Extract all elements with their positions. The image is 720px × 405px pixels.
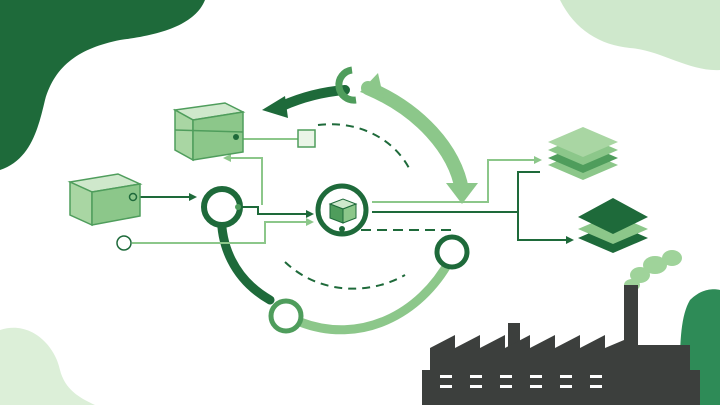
dashed-arc-upper bbox=[317, 123, 411, 171]
line-junction-to-hub bbox=[238, 206, 314, 218]
dashed-arc-lower bbox=[284, 261, 406, 290]
line-junction-to-server bbox=[223, 154, 263, 205]
central-cube-hub-icon bbox=[315, 183, 369, 237]
input-port-icon bbox=[116, 235, 132, 251]
ring-arc-top-dark bbox=[277, 85, 350, 111]
junction-node-bottom bbox=[268, 298, 304, 334]
layer-stack-light-icon bbox=[548, 127, 618, 180]
ring-arrowhead-top bbox=[360, 73, 384, 100]
junction-node-right bbox=[434, 234, 470, 270]
small-square-node-icon bbox=[297, 129, 316, 148]
blob-top-right-pale bbox=[560, 0, 720, 71]
line-input-to-hub bbox=[132, 218, 314, 244]
ring-arrowhead-top-left bbox=[262, 96, 288, 118]
blob-top-left-dark bbox=[0, 0, 205, 170]
ring-arc-bottom-light bbox=[295, 255, 455, 335]
junction-node-left bbox=[201, 186, 243, 228]
storage-box-icon bbox=[67, 173, 143, 227]
junction-dot-left bbox=[235, 204, 241, 210]
connectors bbox=[132, 138, 572, 244]
ring-arc-top-right-light bbox=[361, 81, 469, 197]
ring-arrowhead-right bbox=[446, 183, 478, 204]
factory-icon bbox=[422, 250, 700, 405]
layer-stack-dark-icon bbox=[578, 198, 648, 253]
line-hub-to-light-stack bbox=[372, 156, 542, 203]
line-hub-to-dark-stack bbox=[372, 171, 572, 240]
server-stack-icon bbox=[172, 102, 246, 162]
smoke-puff bbox=[630, 267, 650, 283]
blob-bottom-left-pale bbox=[0, 327, 95, 405]
c-shape-node-icon bbox=[335, 66, 357, 104]
